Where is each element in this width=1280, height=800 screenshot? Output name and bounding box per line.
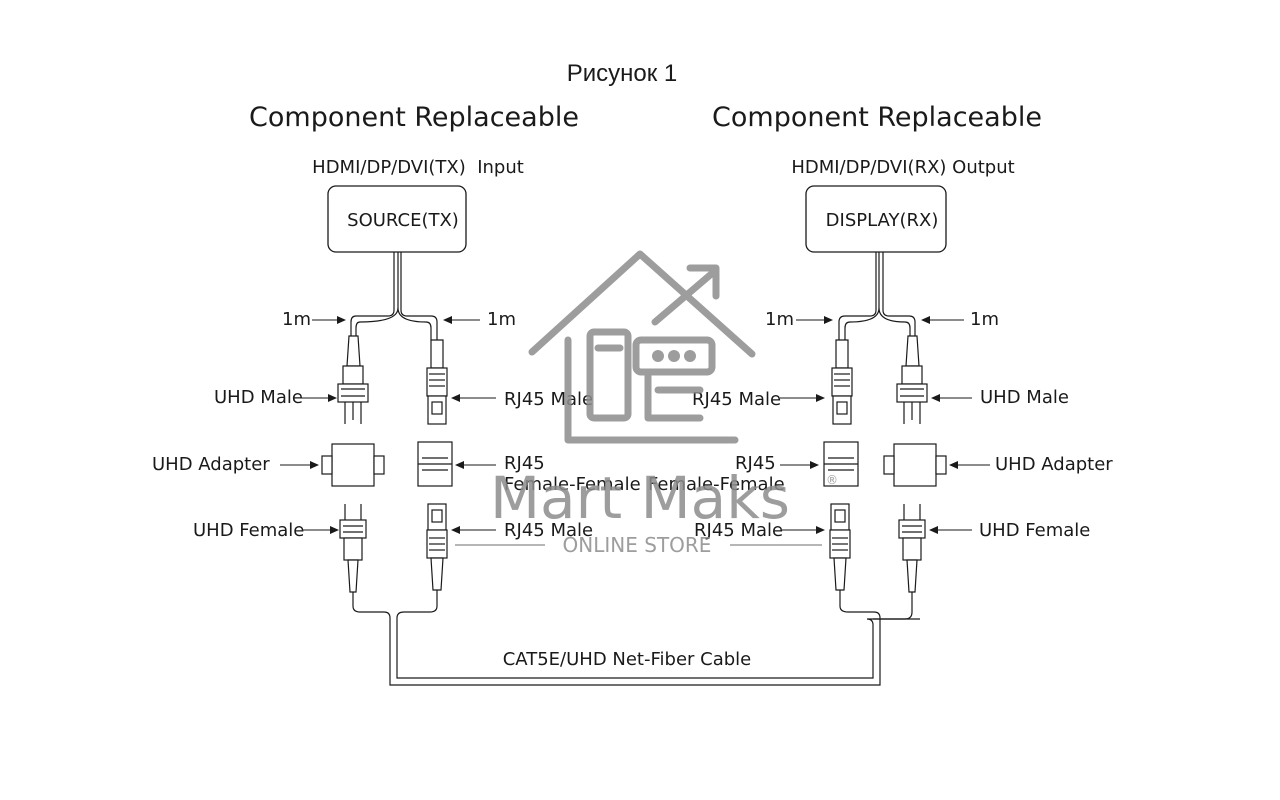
left-arrows bbox=[280, 316, 496, 534]
right-rj45-male-bottom-connector bbox=[829, 503, 851, 591]
right-cables bbox=[838, 252, 916, 340]
right-interface-label: HDMI/DP/DVI(RX) Output bbox=[791, 157, 1014, 178]
right-arrows bbox=[780, 316, 990, 534]
watermark-registered-mark: ® bbox=[826, 473, 838, 487]
source-box-label: SOURCE(TX) bbox=[347, 210, 459, 231]
right-rj45-ff-label-2: Female-Female bbox=[648, 474, 785, 495]
right-uhd-female-connector bbox=[898, 504, 926, 593]
right-heading: Component Replaceable bbox=[712, 102, 1042, 133]
cable-label: CAT5E/UHD Net-Fiber Cable bbox=[503, 649, 752, 670]
watermark: Mart Maks ® ONLINE STORE bbox=[455, 250, 838, 557]
house-arrow-icon bbox=[528, 250, 756, 444]
left-rj45-male-bottom-label: RJ45 Male bbox=[504, 520, 593, 541]
right-uhd-male-connector bbox=[896, 335, 928, 424]
left-len-right-label: 1m bbox=[487, 309, 516, 330]
left-uhd-male-label: UHD Male bbox=[214, 387, 303, 408]
right-rj45-ff-label-1: RJ45 bbox=[735, 453, 776, 474]
right-uhd-adapter bbox=[883, 443, 947, 487]
right-len-left-label: 1m bbox=[765, 309, 794, 330]
left-rj45-male-top-connector bbox=[426, 339, 448, 425]
left-rj45-female-female-coupler bbox=[417, 441, 453, 487]
left-rj45-ff-label-2: Female-Female bbox=[504, 474, 641, 495]
right-uhd-adapter-label: UHD Adapter bbox=[995, 454, 1113, 475]
left-rj45-male-bottom-connector bbox=[426, 503, 448, 591]
net-fiber-cable bbox=[352, 590, 920, 686]
right-rj45-female-female-coupler bbox=[823, 441, 859, 487]
left-uhd-adapter bbox=[321, 443, 385, 487]
left-len-left-label: 1m bbox=[282, 309, 311, 330]
watermark-subtitle: ONLINE STORE bbox=[563, 533, 712, 557]
right-uhd-male-label: UHD Male bbox=[980, 387, 1069, 408]
right-rj45-male-top-connector bbox=[831, 339, 853, 425]
left-uhd-male-connector bbox=[337, 335, 369, 424]
right-uhd-female-label: UHD Female bbox=[979, 520, 1090, 541]
left-interface-label: HDMI/DP/DVI(TX) Input bbox=[312, 157, 524, 178]
right-len-right-label: 1m bbox=[970, 309, 999, 330]
display-box-label: DISPLAY(RX) bbox=[826, 210, 939, 231]
left-rj45-male-top-label: RJ45 Male bbox=[504, 389, 593, 410]
figure-title: Рисунок 1 bbox=[567, 60, 678, 87]
right-rj45-male-top-label: RJ45 Male bbox=[692, 389, 781, 410]
right-rj45-male-bottom-label: RJ45 Male bbox=[694, 520, 783, 541]
left-uhd-female-connector bbox=[339, 504, 367, 593]
left-uhd-female-label: UHD Female bbox=[193, 520, 304, 541]
left-cables bbox=[350, 252, 438, 340]
watermark-brand: Mart Maks bbox=[490, 464, 790, 532]
source-box bbox=[327, 185, 467, 253]
left-uhd-adapter-label: UHD Adapter bbox=[152, 454, 270, 475]
left-heading: Component Replaceable bbox=[249, 102, 579, 133]
left-rj45-ff-label-1: RJ45 bbox=[504, 453, 545, 474]
